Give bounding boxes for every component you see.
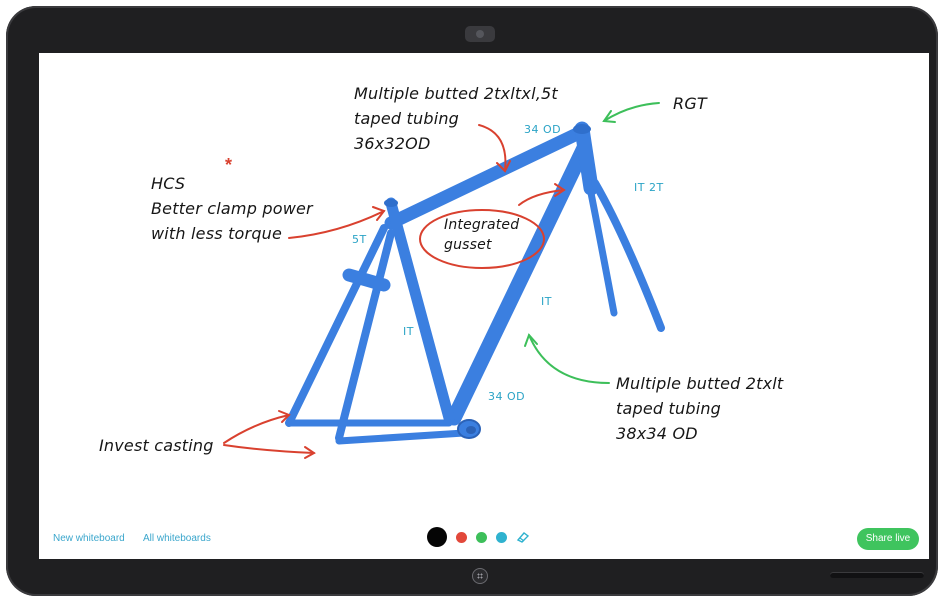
seat-post-collar [384, 199, 398, 207]
arrow-down-tube-head [524, 333, 538, 347]
arrow-down-tube [528, 334, 610, 384]
bike-frame [285, 121, 665, 445]
grid-icon [477, 573, 483, 579]
label-down-tube-od: 34 OD [488, 390, 526, 403]
arrow-invest-1 [223, 414, 290, 444]
head-tube-cap [573, 124, 591, 134]
color-palette [427, 527, 530, 547]
annotation-butted-down: Multiple butted 2txlt taped tubing 38x34… [616, 374, 784, 443]
camera [465, 26, 495, 42]
top-tube [384, 126, 586, 230]
arrow-hcs [288, 210, 385, 239]
color-green-swatch[interactable] [476, 531, 487, 543]
arrow-gusset [518, 189, 565, 206]
seat-stay-left [285, 224, 388, 427]
whiteboard-device: Multiple butted 2txltxl,5t taped tubing … [6, 6, 938, 596]
whiteboard-screen[interactable]: Multiple butted 2txltxl,5t taped tubing … [39, 53, 929, 559]
green-arrows [524, 102, 660, 384]
arrow-top-tube [478, 124, 507, 172]
gusset-circle [419, 209, 545, 269]
label-head-tube: IT 2T [634, 181, 664, 194]
annotation-rgt: RGT [673, 94, 707, 113]
head-tube [574, 121, 599, 196]
color-black-swatch[interactable] [427, 527, 447, 547]
red-asterisk-mark: * [225, 155, 233, 175]
share-live-button[interactable]: Share live [857, 528, 919, 550]
label-seat-tube-top: 5T [352, 233, 367, 246]
eraser-icon[interactable] [516, 530, 530, 544]
arrow-rgt-head [602, 110, 616, 123]
label-down-tube: IT [541, 295, 552, 308]
annotation-butted-top: Multiple butted 2txltxl,5t taped tubing … [354, 84, 558, 153]
down-tube [446, 140, 592, 426]
annotation-hcs: HCS Better clamp power with less torque [151, 174, 313, 243]
arrow-hcs-head [372, 206, 386, 221]
new-whiteboard-link[interactable]: New whiteboard [53, 533, 125, 544]
arrow-gusset-head [554, 183, 566, 197]
arrow-top-tube-head [496, 160, 511, 173]
fork-left [585, 179, 618, 317]
seat-tube [385, 197, 455, 424]
annotation-invest-casting: Invest casting [99, 436, 214, 455]
camera-lens-icon [476, 30, 484, 38]
home-button[interactable] [472, 568, 488, 584]
stay-bridge [342, 268, 391, 292]
bottom-bracket-hole [466, 426, 476, 434]
whiteboard-canvas[interactable] [39, 53, 929, 559]
fork-right [591, 179, 665, 332]
chain-stay-right [335, 429, 468, 445]
arrow-invest-2-head [304, 446, 316, 459]
arrow-rgt [603, 102, 660, 122]
arrow-invest-2 [223, 444, 315, 454]
all-whiteboards-link[interactable]: All whiteboards [143, 533, 211, 544]
seat-stay-right [335, 229, 395, 442]
label-seat-tube-mid: IT [403, 325, 414, 338]
red-arrows [223, 124, 566, 459]
annotation-gusset: Integrated gusset [444, 217, 520, 253]
color-red-swatch[interactable] [456, 531, 467, 543]
pen-slot [830, 572, 924, 578]
arrow-invest-1-head [278, 410, 291, 423]
color-cyan-swatch[interactable] [496, 531, 507, 543]
label-top-tube-od: 34 OD [524, 123, 562, 136]
